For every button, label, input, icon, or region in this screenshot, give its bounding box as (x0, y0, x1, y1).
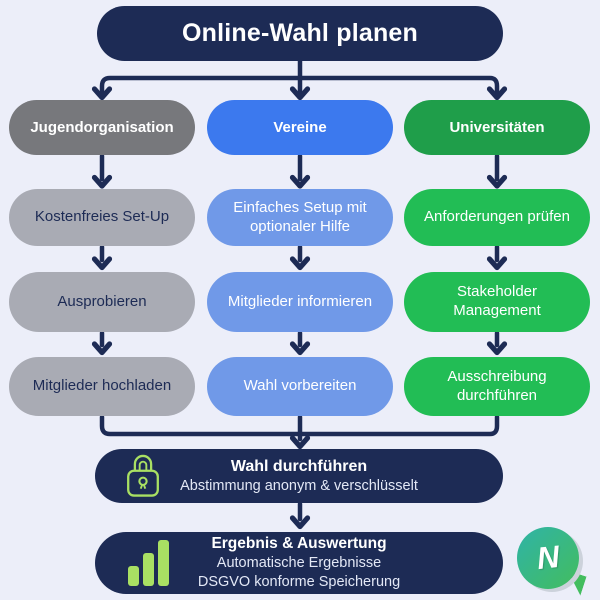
column-header-jugendorganisation: Jugendorganisation (9, 100, 195, 155)
wahl-subtitle: Abstimmung anonym & verschlüsselt (180, 477, 418, 494)
wahl-durchfuehren-pill: Wahl durchführen Abstimmung anonym & ver… (95, 449, 503, 503)
arrows-row2-row3 (91, 244, 508, 271)
column-header-universitaeten: Universitäten (404, 100, 590, 155)
ergebnis-pill: Ergebnis & Auswertung Automatische Ergeb… (95, 532, 503, 594)
title-pill: Online-Wahl planen (97, 6, 503, 61)
step-pill: Anforderungen prüfen (404, 189, 590, 246)
arrows-row3-row4 (91, 330, 508, 356)
arrows-row1-row2 (91, 153, 508, 189)
step-pill: Ausprobieren (9, 272, 195, 332)
page-title: Online-Wahl planen (181, 19, 418, 47)
logo-bubble: N (517, 527, 579, 589)
step-pill: Ausschreibung durchführen (404, 357, 590, 416)
step-pill: Mitglieder hochladen (9, 357, 195, 416)
arrow-wahl-ergebnis (289, 501, 311, 530)
step-pill: Einfaches Setup mit optionaler Hilfe (207, 189, 393, 246)
ergebnis-line1: Automatische Ergebnisse (216, 555, 382, 572)
ergebnis-title: Ergebnis & Auswertung (211, 534, 387, 552)
step-pill: Kostenfreies Set-Up (9, 189, 195, 246)
column-header-vereine: Vereine (207, 100, 393, 155)
ergebnis-line2: DSGVO konforme Speicherung (197, 574, 401, 591)
lock-icon (127, 454, 159, 497)
logo-letter: N (534, 538, 561, 577)
step-pill: Stakeholder Management (404, 272, 590, 332)
bar-chart-icon (128, 540, 169, 586)
wahl-title: Wahl durchführen (230, 457, 368, 475)
arrow-title-split (91, 55, 508, 101)
column-header-label: Vereine (273, 119, 327, 136)
step-pill: Wahl vorbereiten (207, 357, 393, 416)
brand-logo: N (517, 527, 587, 597)
column-header-label: Jugendorganisation (30, 119, 174, 136)
arrow-converge (99, 414, 500, 450)
column-header-label: Universitäten (449, 119, 545, 136)
step-pill: Mitglieder informieren (207, 272, 393, 332)
